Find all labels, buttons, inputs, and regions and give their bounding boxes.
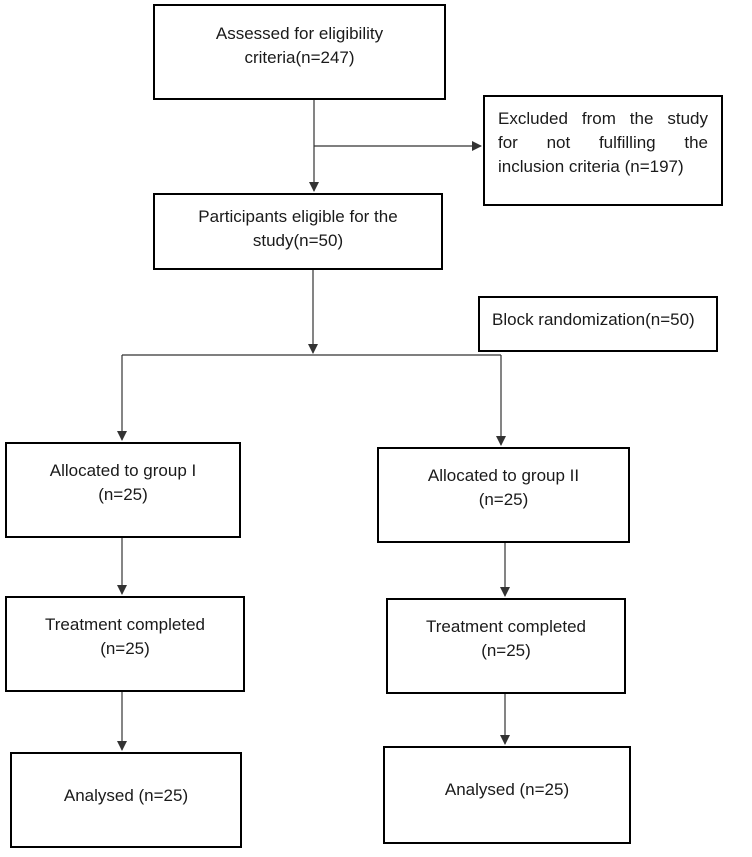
box-text-line: (n=25) [98,485,148,504]
eligible-participants-box: Participants eligible for the study(n=50… [153,193,443,270]
box-text-line: study(n=50) [252,231,344,250]
group1-treatment-box: Treatment completed (n=25) [5,596,245,692]
box-text-line: inclusion criteria (n=197) [498,157,684,176]
box-text-line: (n=25) [478,490,529,509]
box-text-line: Block randomization(n=50) [492,310,695,329]
box-text-line: Treatment completed [45,615,205,634]
box-text-line: Allocated to group I [49,461,197,480]
assessed-eligibility-box: Assessed for eligibility criteria(n=247) [153,4,446,100]
box-text-line: Analysed (n=25) [63,786,189,805]
group2-analysed-box: Analysed (n=25) [383,746,631,844]
excluded-participants-box: Excluded from the study for not fulfilli… [483,95,723,206]
box-text-line: Excluded from the study [498,109,708,128]
box-text-line: Allocated to group II [427,466,580,485]
box-text-line: criteria(n=247) [244,48,355,67]
box-text-line: (n=25) [100,639,150,658]
box-text-line: Analysed (n=25) [444,780,570,799]
group1-allocation-box: Allocated to group I (n=25) [5,442,241,538]
box-text-line: Treatment completed [426,617,586,636]
group2-allocation-box: Allocated to group II (n=25) [377,447,630,543]
box-text-line: for not fulfilling the [498,133,708,152]
box-text-line: (n=25) [481,641,531,660]
group2-treatment-box: Treatment completed (n=25) [386,598,626,694]
box-text-line: Participants eligible for the [198,207,398,226]
group1-analysed-box: Analysed (n=25) [10,752,242,848]
block-randomization-box: Block randomization(n=50) [478,296,718,352]
box-text-line: Assessed for eligibility [215,24,384,43]
